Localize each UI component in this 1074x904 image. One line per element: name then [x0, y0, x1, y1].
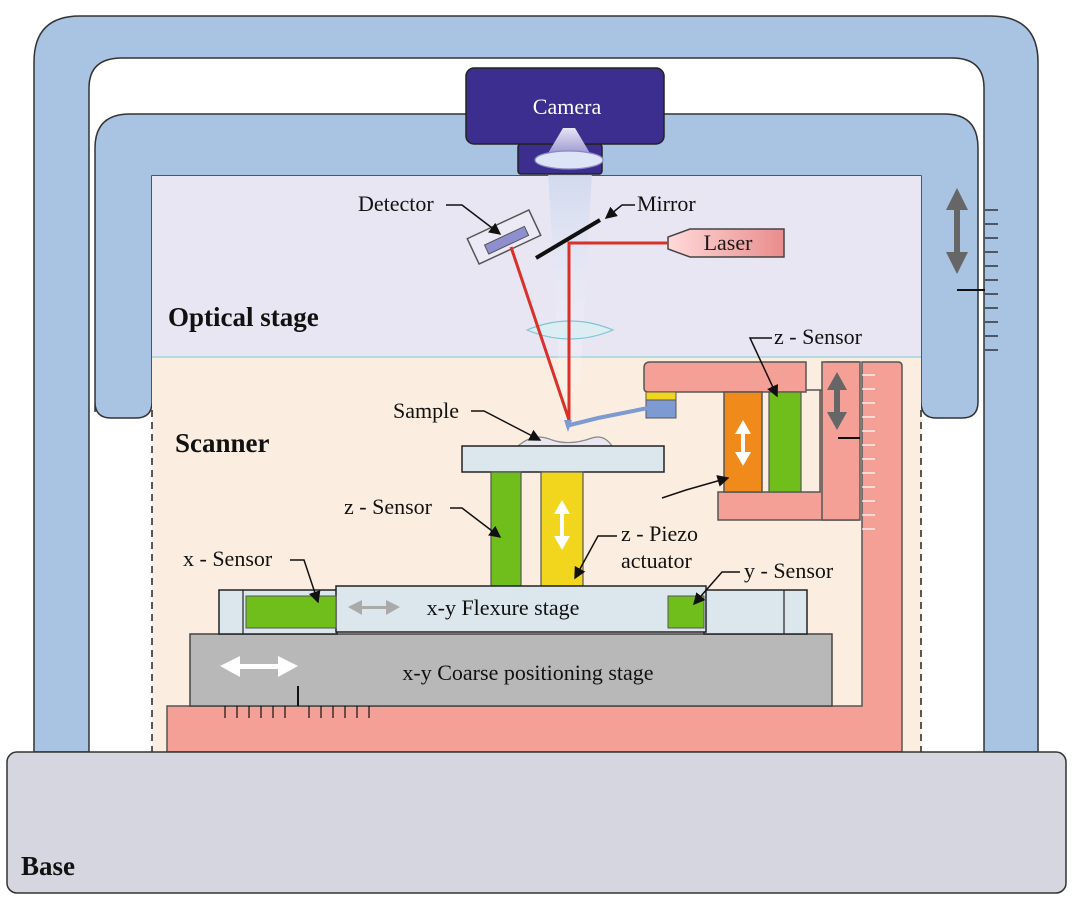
outer-frame [33, 15, 1039, 753]
base-block [6, 751, 1067, 894]
cantilever [565, 406, 649, 428]
z-piezo-label-line2: actuator [621, 548, 693, 573]
z-sensor-top [768, 391, 802, 493]
z-sensor-top-label: z - Sensor [774, 324, 863, 349]
optical-z-arrow-icon [946, 188, 968, 274]
mirror [534, 218, 602, 260]
laser-beam [509, 241, 668, 421]
z-piezo-arrow-icon [554, 500, 570, 550]
coarse-x-scale [224, 686, 370, 718]
sample-leader [471, 410, 542, 441]
sample-label: Sample [393, 398, 459, 423]
flexure-base-right [703, 589, 808, 635]
flexure-stage [335, 585, 707, 633]
z-piezo-leader [574, 535, 617, 580]
bracket-frame [166, 361, 903, 753]
detector-leader [446, 204, 502, 235]
z-sensor-mid [490, 471, 522, 587]
coarse-x-arrow-icon [220, 656, 298, 677]
camera-label: Camera [533, 94, 602, 119]
flexure-x-arrow-icon [348, 600, 400, 615]
camera-lens-icon [534, 150, 604, 170]
x-sensor [245, 595, 337, 629]
coarse-stage-label: x-y Coarse positioning stage [402, 660, 653, 685]
sample-stage [461, 445, 665, 473]
mirror-label: Mirror [637, 191, 696, 216]
x-sensor-label: x - Sensor [183, 546, 273, 571]
z-sensor-mid-leader [450, 507, 502, 538]
optical-z-scale [957, 209, 998, 351]
detector [466, 208, 542, 266]
z-piezo-label-line1: z - Piezo [621, 521, 698, 546]
flexure-stage-label: x-y Flexure stage [427, 595, 580, 620]
x-sensor-leader [290, 559, 321, 604]
cantilever-holder [645, 399, 677, 419]
y-sensor-leader [693, 571, 740, 606]
z-sensor-top-leader [748, 337, 779, 398]
detector-label: Detector [358, 191, 434, 216]
z-piezo-top-arrow-icon [735, 420, 751, 466]
z-piezo-top-leader [661, 475, 730, 499]
scanner-label: Scanner [175, 428, 270, 458]
coarse-z-scale [862, 374, 875, 530]
detector-photodiode [483, 225, 530, 255]
z-sensor-arrow-icon [827, 372, 847, 430]
base-label: Base [21, 851, 75, 881]
optical-stage-label: Optical stage [168, 302, 319, 332]
z-sensor-mid-label: z - Sensor [344, 494, 433, 519]
mirror-leader [604, 204, 635, 219]
laser-label: Laser [704, 230, 754, 255]
laser-body [667, 228, 785, 258]
cantilever-tip [564, 420, 572, 432]
y-sensor [667, 595, 705, 629]
y-sensor-label: y - Sensor [744, 558, 834, 583]
